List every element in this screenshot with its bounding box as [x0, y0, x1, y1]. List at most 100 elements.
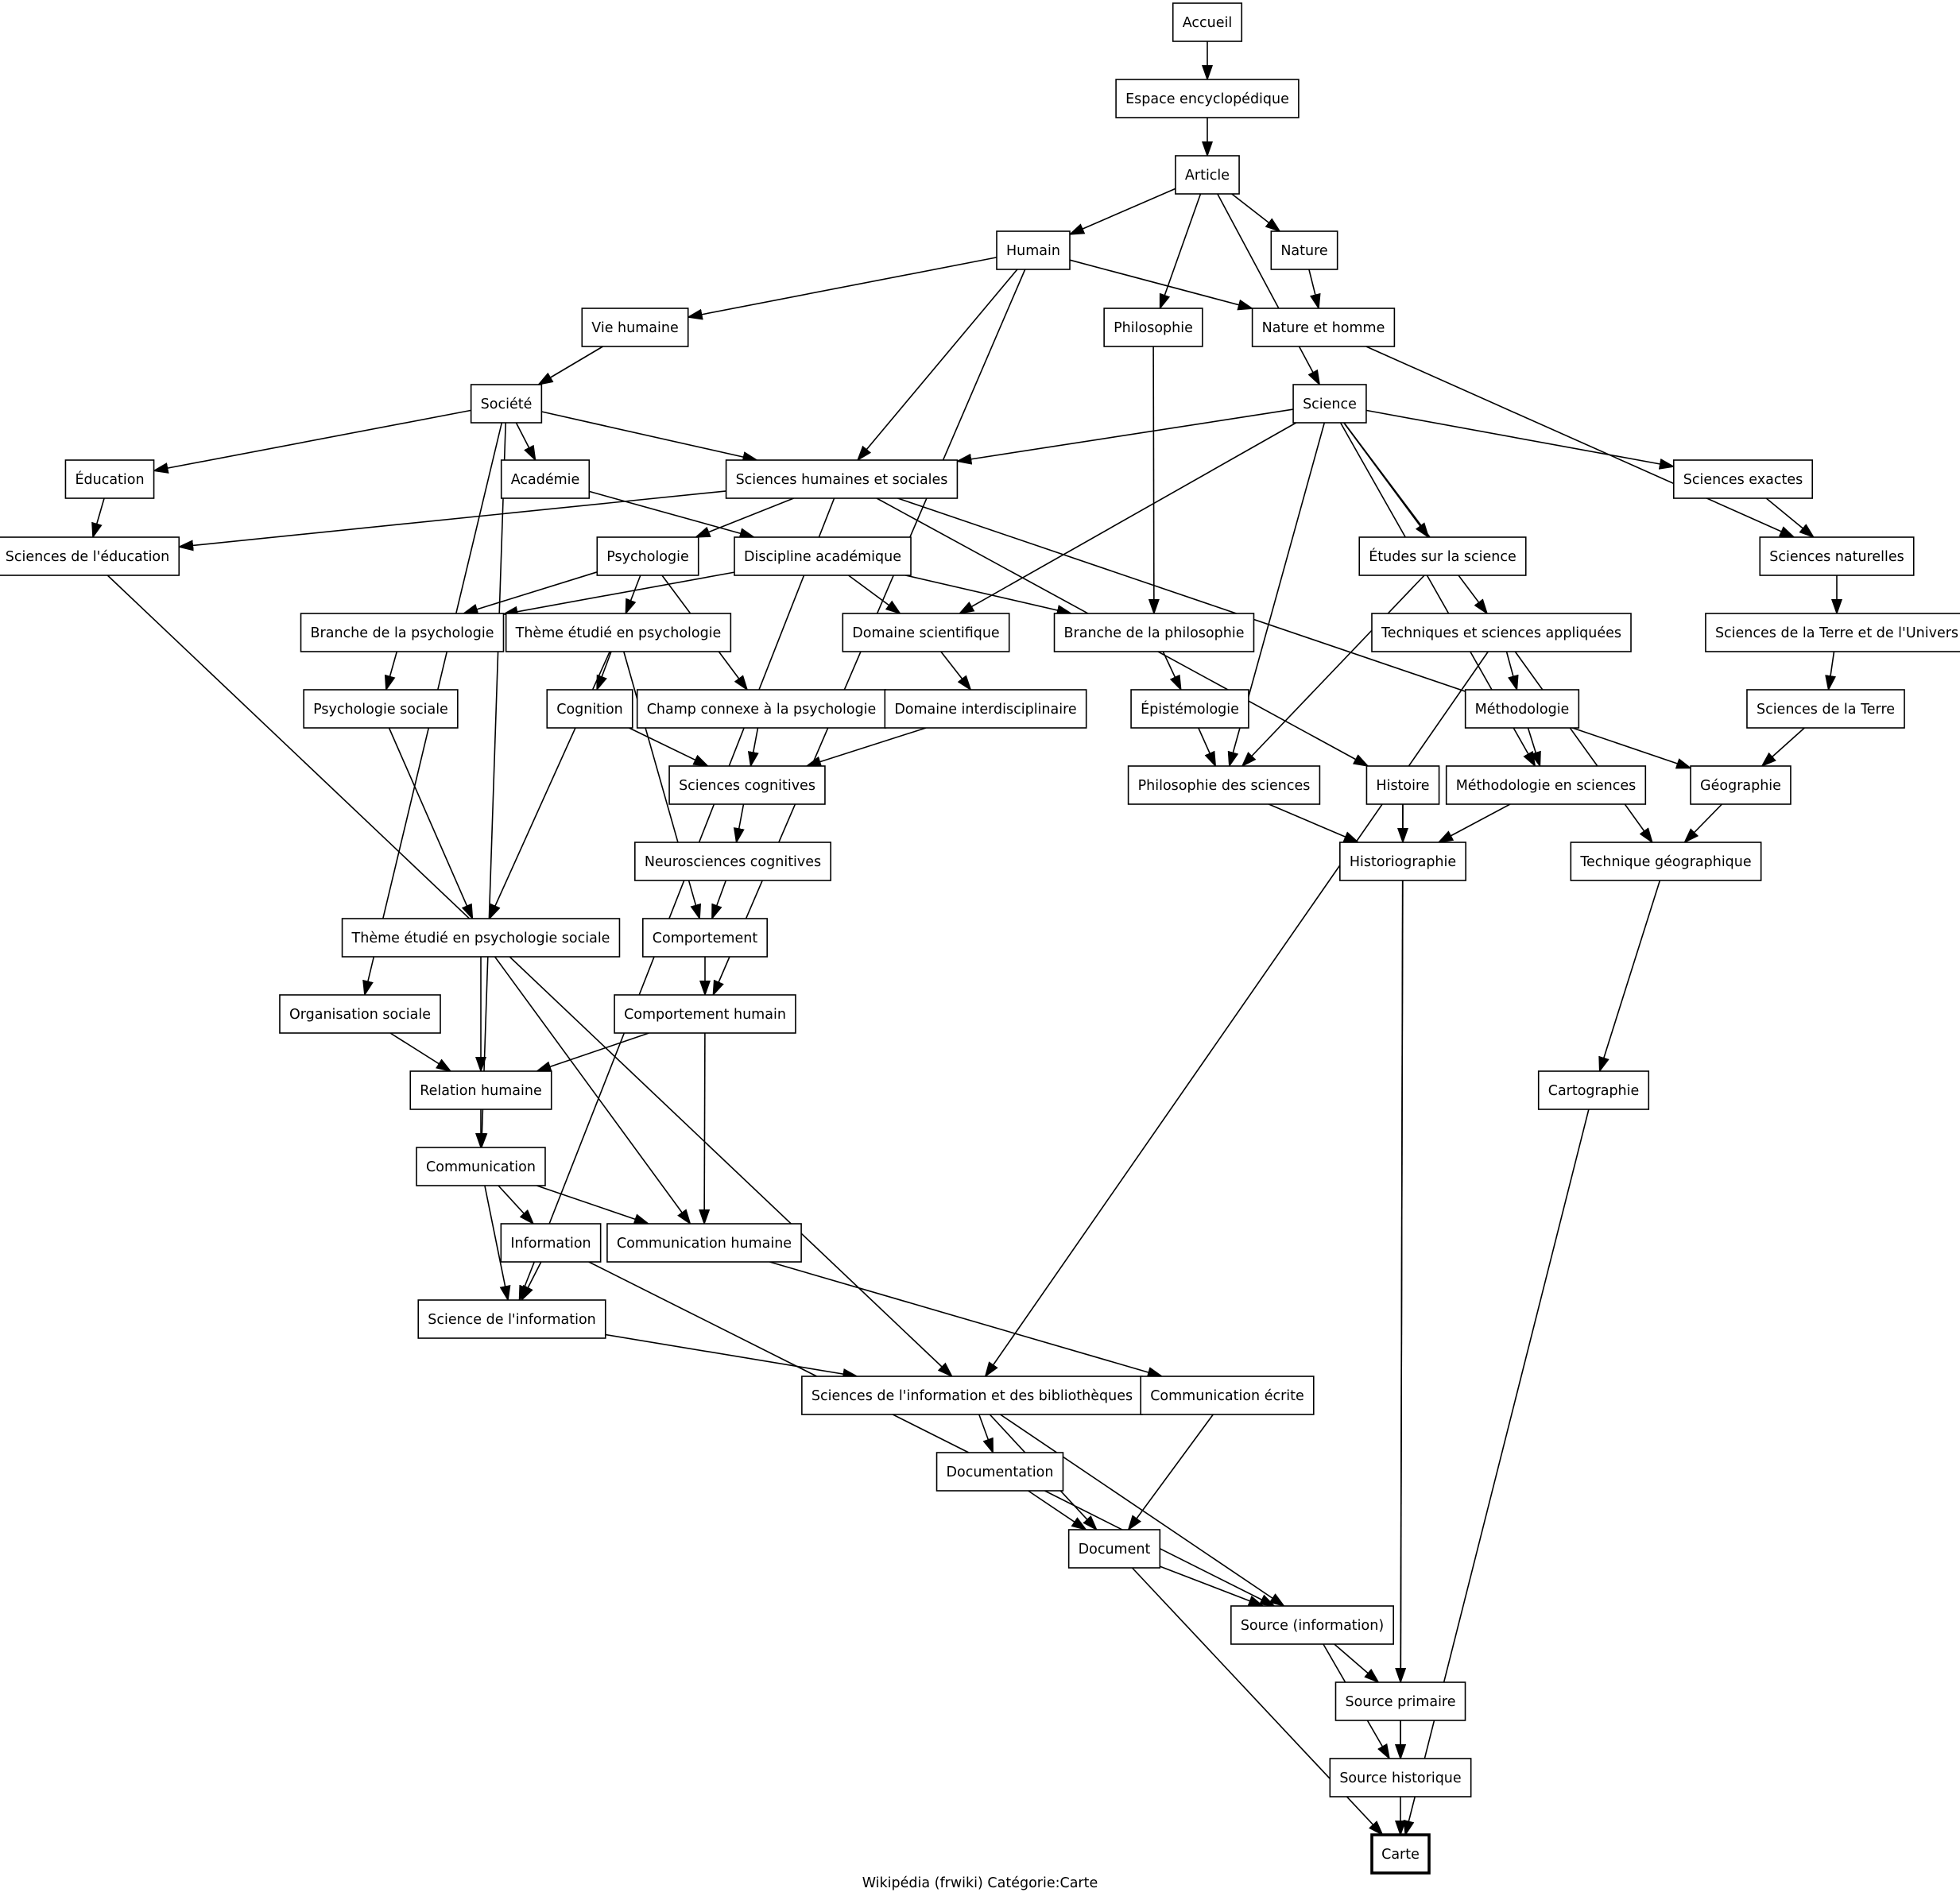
node-box	[614, 994, 796, 1034]
edge-psychologie-to-branche-psycho	[462, 571, 598, 615]
edge-article-to-science	[1217, 193, 1321, 386]
node-label: Sciences de l'éducation	[6, 549, 169, 565]
node-label: Sciences de l'information et des bibliot…	[812, 1388, 1133, 1404]
edge-shs-to-science-info	[518, 497, 835, 1302]
edge-geographie-to-technique-geo	[1683, 803, 1723, 844]
node-box	[1537, 1070, 1650, 1110]
edge-science-to-domaine-sci	[958, 422, 1297, 614]
edge-vie-humaine-to-societe	[536, 346, 603, 386]
edge-sciences-education-to-sib	[107, 575, 954, 1378]
node-label: Information	[510, 1236, 591, 1252]
node-communication-ecrite: Communication écrite	[1140, 1376, 1315, 1415]
edge-communication-ecrite-to-document	[1127, 1414, 1214, 1531]
node-psycho-sociale: Psychologie sociale	[303, 689, 459, 729]
node-label: Histoire	[1376, 778, 1429, 794]
edge-sciences-terre-to-geographie	[1761, 727, 1805, 768]
edge-comportement-humain-to-communication-humaine	[699, 1032, 711, 1225]
edge-nature-to-nature-homme	[1308, 269, 1321, 310]
edge-comportement-humain-to-relation-humaine	[535, 1032, 649, 1072]
node-label: Techniques et sciences appliquées	[1381, 625, 1621, 641]
node-domaine-sci: Domaine scientifique	[842, 613, 1010, 652]
node-science: Science	[1292, 384, 1367, 424]
node-box	[606, 1223, 802, 1263]
edge-domaine-sci-to-domaine-inter	[940, 651, 972, 691]
node-box	[470, 384, 543, 424]
node-label: Thème étudié en psychologie	[515, 625, 722, 641]
node-label: Organisation sociale	[289, 1007, 431, 1023]
node-label: Branche de la philosophie	[1064, 625, 1245, 641]
node-label: Comportement	[653, 931, 758, 946]
edge-sciences-cognitives-to-neurosciences	[733, 803, 745, 844]
node-box	[500, 459, 591, 499]
node-box	[409, 1070, 552, 1110]
node-box	[842, 613, 1010, 652]
node-label: Épistémologie	[1141, 700, 1239, 718]
node-label: Source (information)	[1241, 1618, 1384, 1634]
node-label: Comportement humain	[624, 1007, 786, 1023]
edge-organisation-sociale-to-relation-humaine	[389, 1032, 452, 1073]
node-box	[935, 1452, 1064, 1492]
edge-etudes-science-to-philo-sciences	[1241, 575, 1425, 768]
node-box	[1334, 1681, 1466, 1721]
edge-societe-to-academie	[515, 422, 536, 462]
node-box	[1140, 1376, 1315, 1415]
edge-discipline-to-branche-philo	[905, 575, 1073, 616]
node-techniques: Techniques et sciences appliquées	[1371, 613, 1632, 652]
node-box	[801, 1376, 1143, 1415]
node-box	[1292, 384, 1367, 424]
edge-sciences-exactes-to-sciences-naturelles	[1765, 497, 1815, 539]
edge-sib-to-documentation	[978, 1414, 994, 1454]
node-label: Carte	[1381, 1847, 1420, 1863]
edge-cartographie-to-carte	[1403, 1109, 1590, 1836]
edge-metho-sciences-to-historiographie	[1437, 803, 1511, 843]
node-label: Philosophie des sciences	[1138, 778, 1311, 794]
node-label: Source historique	[1339, 1770, 1461, 1786]
node-box	[996, 230, 1071, 270]
node-histoire: Histoire	[1365, 765, 1440, 805]
node-technique-geo: Technique géographique	[1570, 842, 1762, 881]
node-box	[642, 918, 768, 958]
edge-document-to-source-info	[1160, 1565, 1265, 1607]
node-label: Sciences cognitives	[679, 778, 815, 794]
node-accueil: Accueil	[1172, 2, 1243, 42]
node-nature: Nature	[1270, 230, 1338, 270]
node-box	[1230, 1605, 1394, 1645]
node-communication-humaine: Communication humaine	[606, 1223, 802, 1263]
node-label: Domaine scientifique	[852, 625, 999, 641]
node-philo-sciences: Philosophie des sciences	[1127, 765, 1321, 805]
node-box	[417, 1299, 606, 1339]
edge-nature-homme-to-sciences-naturelles	[1365, 346, 1796, 538]
node-box	[1329, 1758, 1472, 1797]
node-box	[1251, 308, 1396, 347]
node-organisation-sociale: Organisation sociale	[279, 994, 441, 1034]
node-label: Cognition	[556, 702, 623, 718]
edge-humain-to-vie-humaine	[686, 257, 997, 320]
node-source-historique: Source historique	[1329, 1758, 1472, 1797]
node-label: Sciences de la Terre et de l'Univers	[1715, 625, 1958, 641]
node-box	[0, 536, 180, 576]
node-label: Humain	[1006, 243, 1060, 259]
node-label: Géographie	[1700, 778, 1781, 794]
node-label: Vie humaine	[591, 320, 678, 336]
node-education: Éducation	[64, 459, 155, 499]
node-sciences-cognitives: Sciences cognitives	[668, 765, 826, 805]
node-branche-philo: Branche de la philosophie	[1053, 613, 1255, 652]
node-nature-homme: Nature et homme	[1251, 308, 1396, 347]
node-espace: Espace encyclopédique	[1115, 79, 1300, 118]
edge-societe-to-education	[152, 409, 471, 474]
node-sib: Sciences de l'information et des bibliot…	[801, 1376, 1143, 1415]
node-academie: Académie	[500, 459, 591, 499]
node-label: Sciences naturelles	[1769, 549, 1904, 565]
edge-methodologie-to-metho-sciences	[1527, 727, 1541, 768]
node-box	[1172, 2, 1243, 42]
node-geographie: Géographie	[1690, 765, 1792, 805]
node-label: Science de l'information	[428, 1312, 596, 1328]
edge-information-to-science-info	[521, 1261, 542, 1302]
node-box	[1370, 1833, 1431, 1875]
node-label: Sciences exactes	[1683, 472, 1803, 488]
node-box	[668, 765, 826, 805]
edge-communication-to-communication-humaine	[536, 1185, 650, 1225]
node-label: Domaine interdisciplinaire	[894, 702, 1076, 718]
